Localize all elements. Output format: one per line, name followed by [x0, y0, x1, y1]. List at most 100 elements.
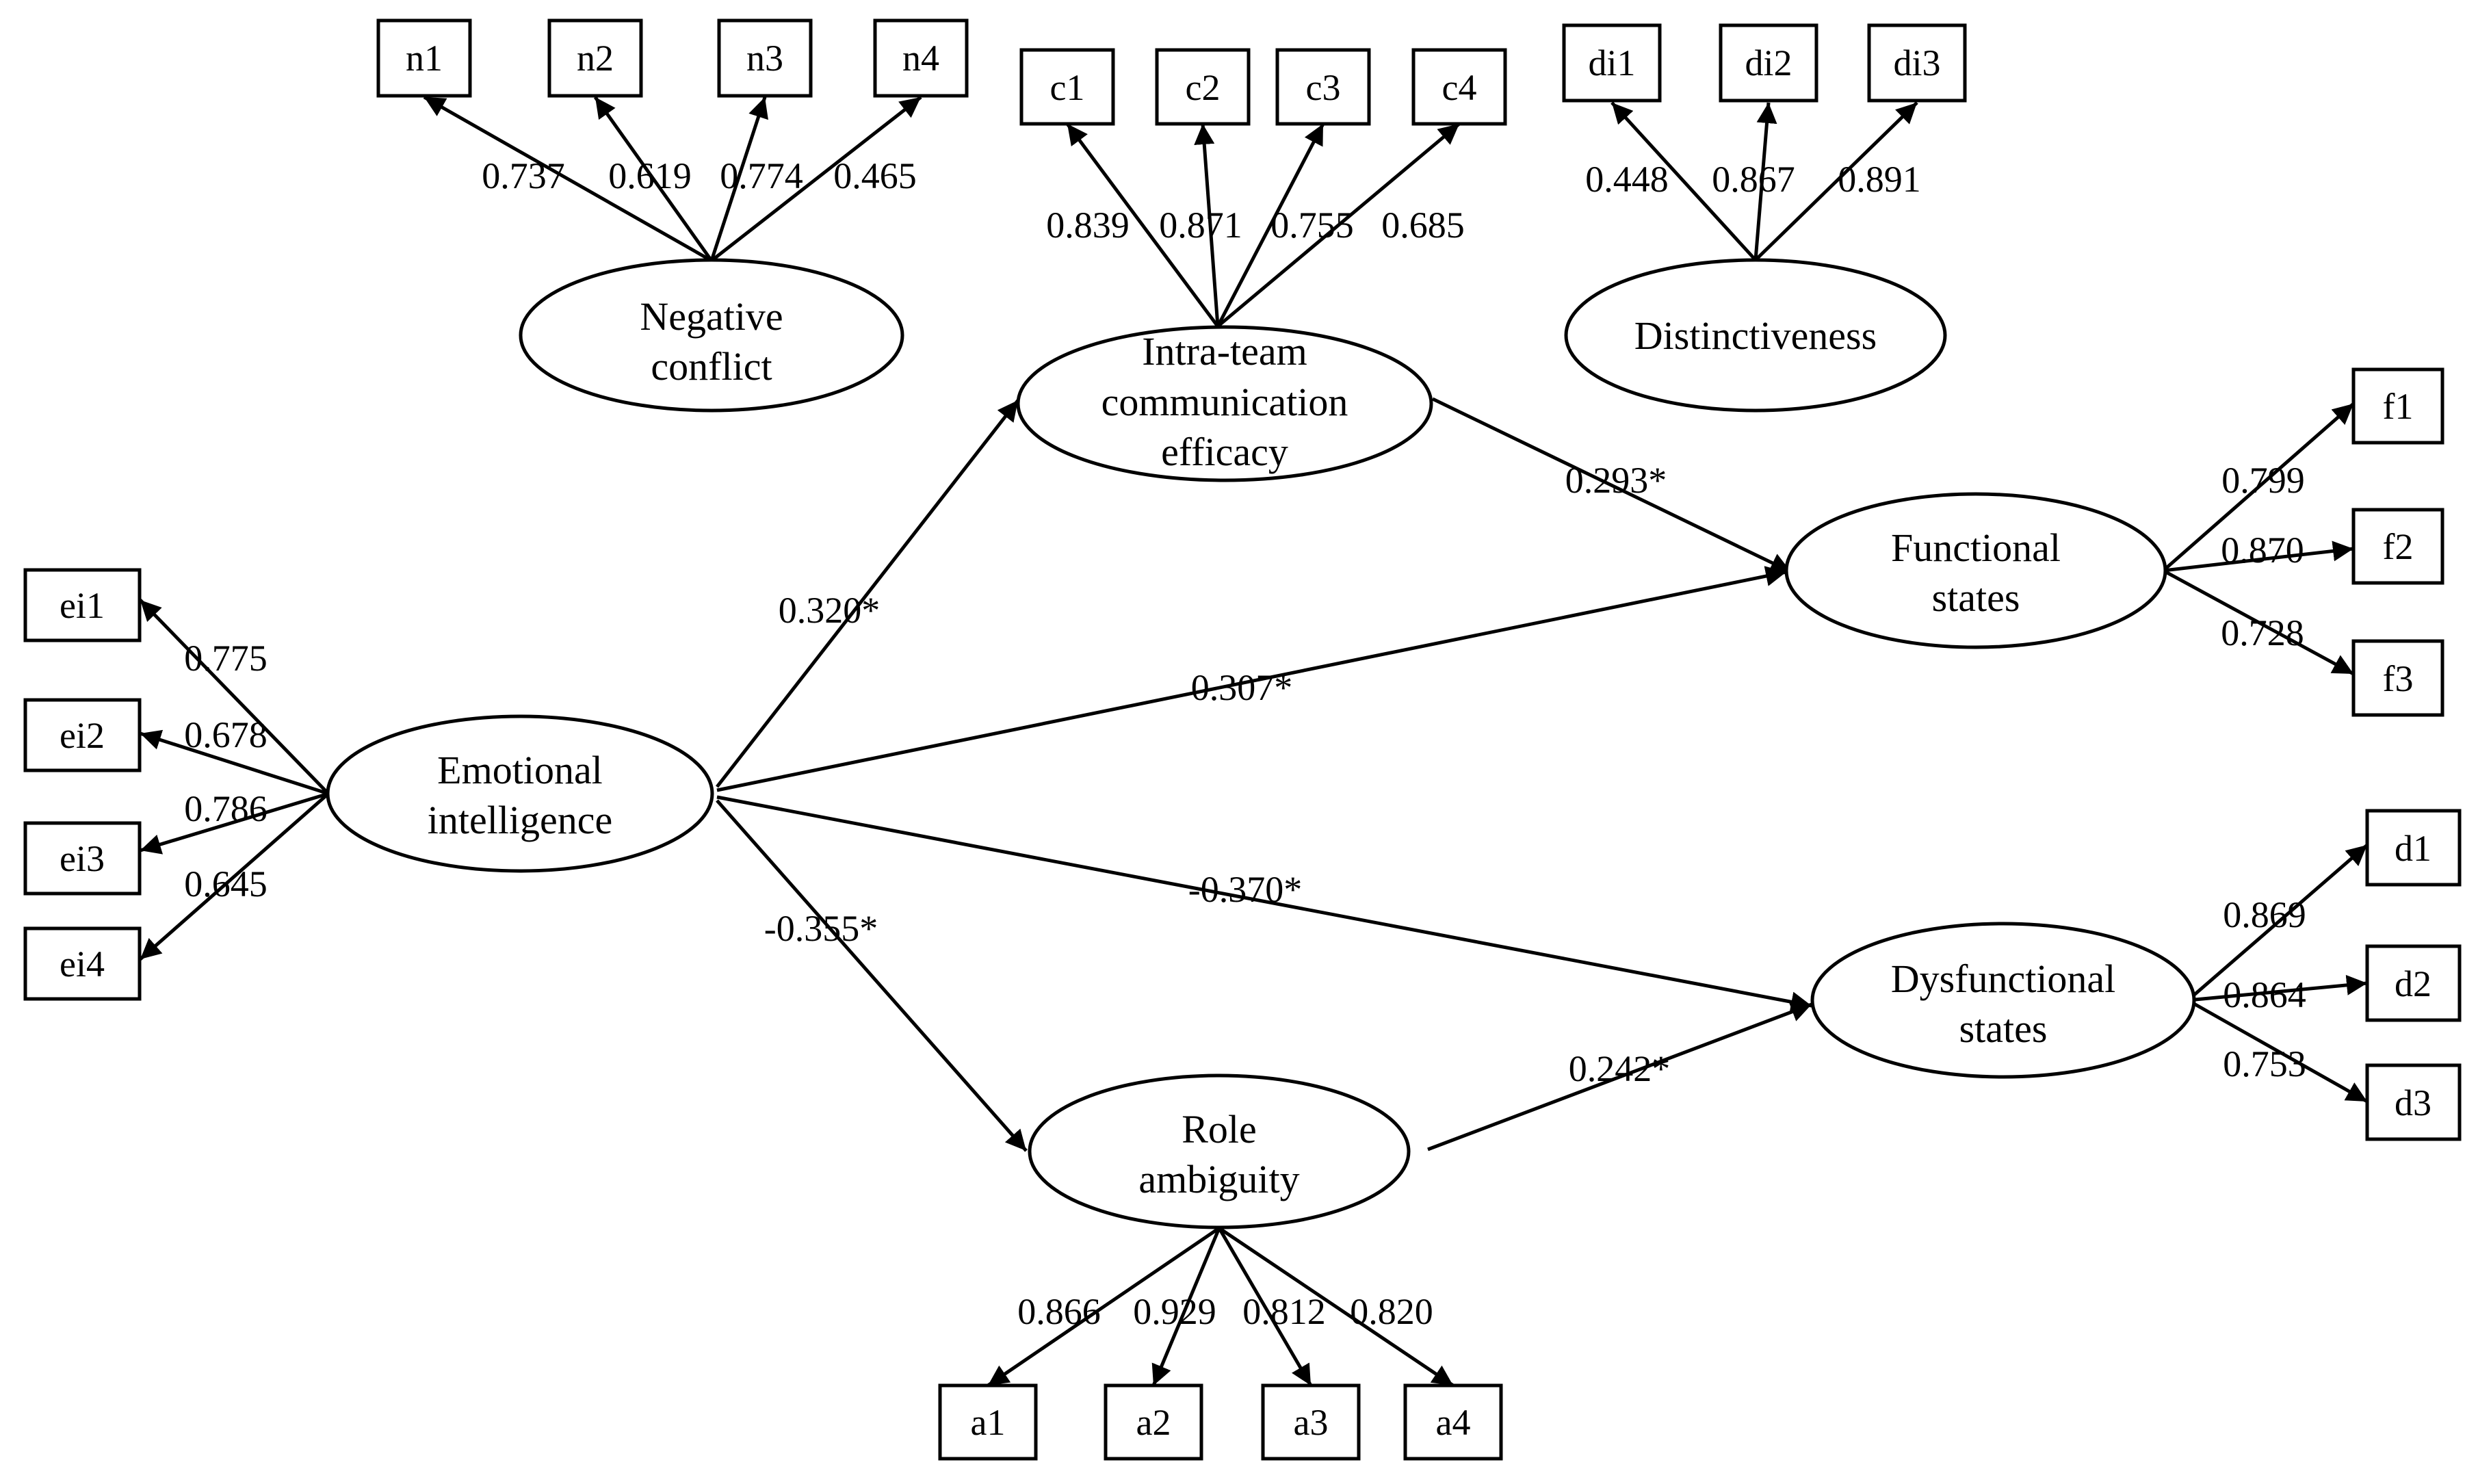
loading-ei4 — [139, 792, 330, 961]
latent-label-line: conflict — [651, 344, 772, 389]
loading-n4 — [710, 96, 922, 262]
latent-label-line: Distinctiveness — [1634, 313, 1877, 358]
loading-label-c2: 0.871 — [1159, 205, 1242, 246]
indicator-di3: di3 — [1893, 42, 1940, 83]
latent-label-line: Role — [1182, 1107, 1257, 1151]
path-ei-to-comm — [716, 399, 1019, 788]
path-label-comm-func: 0.293* — [1565, 460, 1667, 501]
indicators-ei: ei1 ei2 ei3 ei4 — [23, 568, 142, 1001]
path-label-ei-dys: -0.370* — [1188, 869, 1302, 910]
loading-f1 — [2162, 402, 2355, 572]
path-comm-to-func — [1431, 397, 1792, 574]
loading-f2 — [2163, 541, 2354, 573]
loading-a1 — [987, 1226, 1221, 1388]
loading-c4 — [1216, 122, 1461, 328]
latent-dysfunctional-states: Dysfunctional states — [1810, 922, 2196, 1079]
loading-c2 — [1194, 123, 1220, 327]
loading-label-di3: 0.891 — [1838, 159, 1921, 200]
path-label-ei-role: -0.355* — [764, 908, 878, 949]
latent-label-line: intelligence — [428, 798, 613, 842]
path-ei-to-func — [716, 566, 1787, 792]
indicator-n2: n2 — [577, 38, 614, 79]
latent-label-line: states — [1959, 1006, 2048, 1051]
latent-distinctiveness: Distinctiveness — [1564, 258, 1947, 413]
latent-label-line: Emotional — [437, 748, 603, 792]
indicator-c4: c4 — [1442, 67, 1477, 108]
loading-d2 — [2187, 974, 2368, 1002]
loading-label-a1: 0.866 — [1017, 1291, 1101, 1332]
path-labels: 0.320* 0.293* 0.307* -0.370* -0.355* 0.2… — [764, 460, 1670, 1089]
loading-label-c4: 0.685 — [1381, 205, 1465, 246]
path-label-ei-func: 0.307* — [1191, 667, 1293, 708]
loading-label-f2: 0.870 — [2221, 530, 2304, 571]
loading-label-ei4: 0.645 — [184, 863, 268, 904]
path-ei-to-role — [716, 799, 1028, 1152]
loading-ei3 — [140, 792, 329, 855]
loading-ei1 — [139, 599, 330, 795]
indicators-d: d1 d2 d3 — [2365, 809, 2462, 1141]
indicator-c2: c2 — [1186, 67, 1221, 108]
latent-label-line: communication — [1101, 380, 1348, 424]
indicator-f1: f1 — [2383, 386, 2414, 427]
indicator-d3: d3 — [2395, 1082, 2431, 1123]
indicator-n4: n4 — [902, 38, 939, 79]
indicators-n: n1 n2 n3 n4 — [376, 18, 969, 98]
indicator-di2: di2 — [1745, 42, 1792, 83]
loading-label-ei2: 0.678 — [184, 714, 268, 755]
loading-a4 — [1218, 1226, 1455, 1388]
indicator-n3: n3 — [746, 38, 783, 79]
indicator-d2: d2 — [2395, 963, 2431, 1004]
indicators-a: a1 a2 a3 a4 — [938, 1383, 1503, 1461]
loading-label-f1: 0.799 — [2221, 460, 2305, 501]
loading-d1 — [2187, 844, 2369, 1002]
loading-label-n1: 0.737 — [482, 155, 565, 196]
indicators-f: f1 f2 f3 — [2351, 367, 2444, 717]
loading-label-ei1: 0.775 — [184, 638, 268, 679]
latent-emotional-intelligence: Emotional intelligence — [326, 714, 714, 873]
loading-label-di1: 0.448 — [1585, 159, 1669, 200]
latent-label-line: ambiguity — [1138, 1157, 1299, 1201]
loading-label-n2: 0.619 — [608, 155, 692, 196]
loading-labels: 0.737 0.619 0.774 0.465 0.839 0.871 0.75… — [184, 155, 2306, 1332]
loading-c1 — [1065, 122, 1220, 328]
loading-d3 — [2187, 998, 2369, 1104]
indicator-c3: c3 — [1306, 67, 1341, 108]
latent-label-line: states — [1932, 575, 2020, 620]
loading-label-ei3: 0.786 — [184, 788, 268, 829]
loading-c3 — [1216, 122, 1325, 328]
indicator-a3: a3 — [1294, 1402, 1329, 1443]
latent-functional-states: Functional states — [1784, 492, 2167, 649]
loading-f3 — [2162, 569, 2355, 676]
latent-negative-conflict: Negative conflict — [519, 258, 904, 413]
indicator-ei2: ei2 — [60, 715, 105, 756]
indicator-a4: a4 — [1436, 1402, 1471, 1443]
indicator-ei1: ei1 — [60, 585, 105, 626]
loading-a2 — [1151, 1227, 1221, 1386]
indicator-a2: a2 — [1136, 1402, 1171, 1443]
indicator-f2: f2 — [2383, 526, 2414, 567]
loading-a3 — [1217, 1227, 1313, 1387]
loading-paths — [139, 95, 2369, 1388]
indicator-di1: di1 — [1588, 42, 1635, 83]
indicator-n1: n1 — [406, 38, 443, 79]
loading-di3 — [1754, 101, 1918, 261]
loading-label-a2: 0.929 — [1133, 1291, 1216, 1332]
latent-label-line: Functional — [1891, 525, 2061, 570]
loading-label-c1: 0.839 — [1046, 205, 1130, 246]
loading-label-di2: 0.867 — [1712, 159, 1795, 200]
indicators-c: c1 c2 c3 c4 — [1019, 48, 1507, 126]
loading-n3 — [709, 96, 768, 261]
structural-paths — [716, 397, 1812, 1152]
latent-label-line: Negative — [640, 294, 783, 339]
loading-di1 — [1610, 101, 1757, 261]
indicators-di: di1 di2 di3 — [1562, 23, 1967, 103]
loading-label-f3: 0.728 — [2221, 612, 2304, 653]
loading-label-d1: 0.869 — [2223, 894, 2306, 935]
loading-label-a4: 0.820 — [1350, 1291, 1433, 1332]
latent-label-line: efficacy — [1161, 430, 1288, 474]
latent-role-ambiguity: Role ambiguity — [1028, 1073, 1411, 1229]
loading-label-n3: 0.774 — [720, 155, 803, 196]
indicator-c1: c1 — [1050, 67, 1085, 108]
latent-label-line: Dysfunctional — [1891, 956, 2116, 1001]
